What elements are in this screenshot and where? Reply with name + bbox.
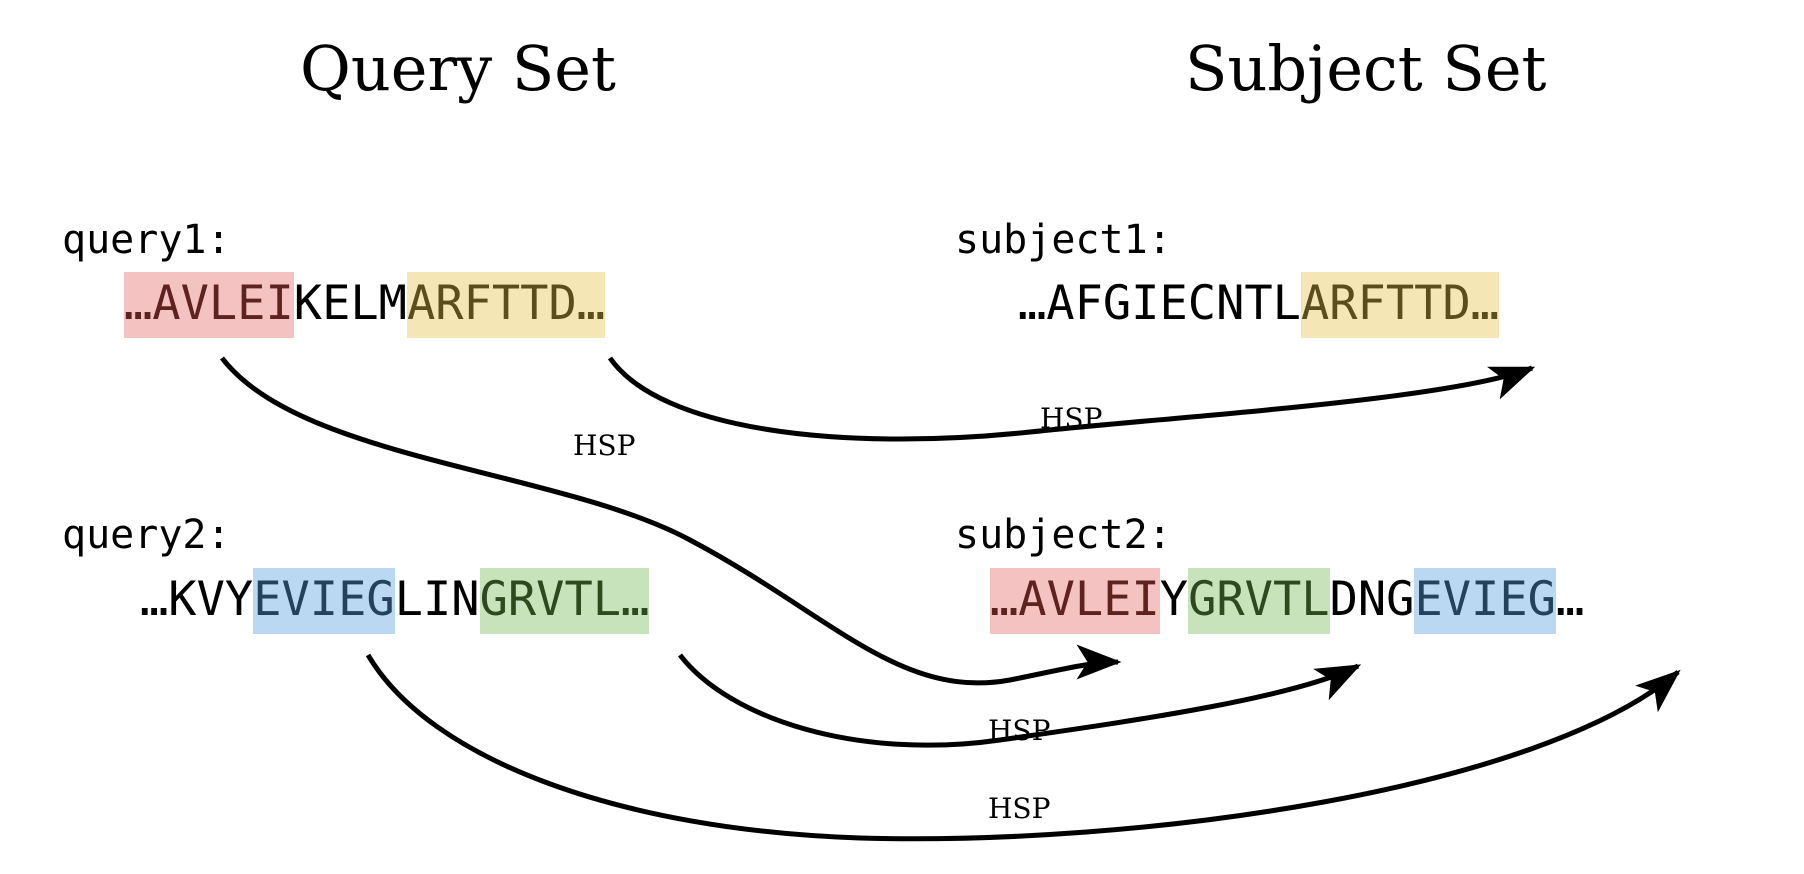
sequence-segment: EVIEG bbox=[253, 568, 395, 634]
sequence-segment: KELM bbox=[293, 276, 407, 331]
hsp-arrow-query2-grvtl-to-subject2 bbox=[678, 653, 1362, 748]
subject1-label: subject1: bbox=[955, 217, 1172, 263]
hsp-arrow-query1-arfttd-to-subject1 bbox=[607, 356, 1536, 442]
hsp-label-query1-arfttd: HSP bbox=[1040, 402, 1103, 435]
sequence-segment: …AVLEI bbox=[990, 568, 1160, 634]
subject1-sequence: …AFGIECNTLARFTTD… bbox=[1018, 272, 1500, 338]
sequence-segment: …AVLEI bbox=[124, 272, 294, 338]
sequence-segment: GRVTL bbox=[1188, 568, 1330, 634]
sequence-segment: … bbox=[1555, 572, 1585, 627]
subject2-sequence: …AVLEIYGRVTLDNGEVIEG… bbox=[990, 568, 1584, 634]
query2-label: query2: bbox=[62, 512, 231, 558]
sequence-segment: DNG bbox=[1329, 572, 1415, 627]
query-set-title: Query Set bbox=[300, 32, 616, 105]
hsp-label-query1-avlei: HSP bbox=[573, 429, 636, 462]
hsp-arrow-query2-evieg-to-subject2 bbox=[365, 653, 1681, 842]
sequence-segment: ARFTTD… bbox=[406, 272, 606, 338]
subject2-label: subject2: bbox=[955, 512, 1172, 558]
sequence-segment: …KVY bbox=[140, 572, 254, 627]
sequence-segment: EVIEG bbox=[1414, 568, 1556, 634]
hsp-label-query2-grvtl: HSP bbox=[988, 714, 1051, 747]
sequence-segment: Y bbox=[1159, 572, 1189, 627]
sequence-segment: GRVTL… bbox=[479, 568, 650, 634]
subject-set-title: Subject Set bbox=[1185, 32, 1547, 105]
hsp-label-query2-evieg: HSP bbox=[988, 792, 1051, 825]
query2-sequence: …KVYEVIEGLINGRVTL… bbox=[140, 568, 650, 634]
query1-label: query1: bbox=[62, 217, 231, 263]
sequence-segment: LIN bbox=[394, 572, 480, 627]
sequence-segment: …AFGIECNTL bbox=[1018, 276, 1301, 331]
sequence-segment: ARFTTD… bbox=[1300, 272, 1500, 338]
query1-sequence: …AVLEIKELMARFTTD… bbox=[124, 272, 606, 338]
hsp-arrow-query1-avlei-to-subject2 bbox=[220, 356, 1122, 686]
